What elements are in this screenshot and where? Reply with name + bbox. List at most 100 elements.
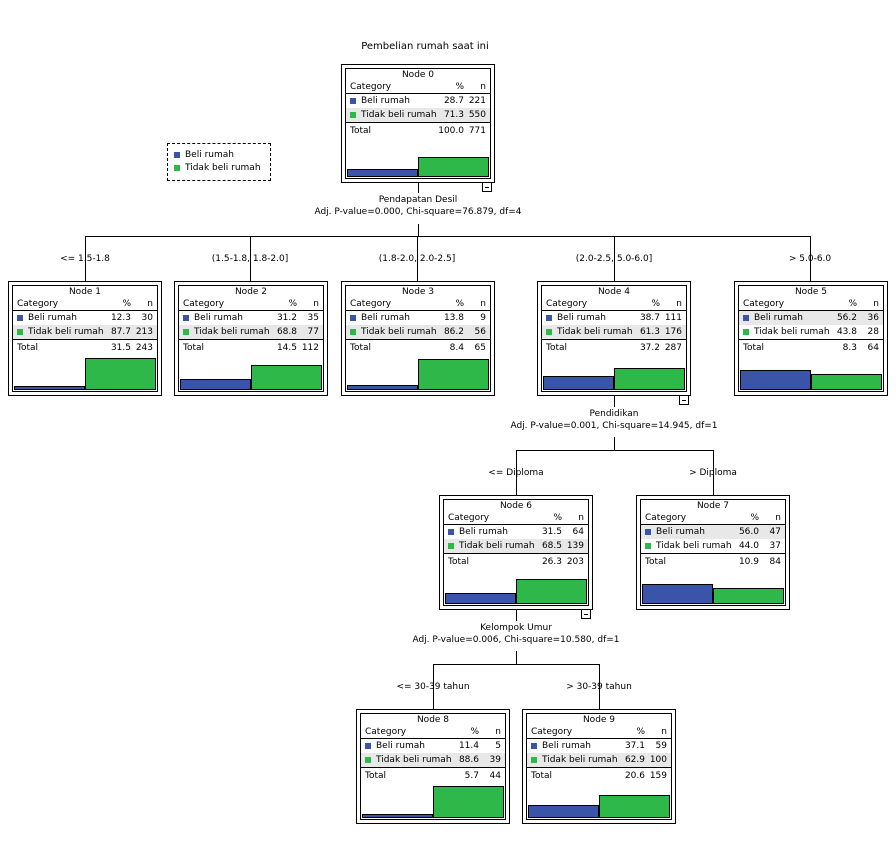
total-pct: 14.5 (276, 343, 297, 353)
bar-tidak (418, 157, 489, 177)
legend-swatch-beli (17, 315, 23, 321)
bar-beli (528, 805, 599, 818)
total-label: Total (546, 343, 568, 353)
branch-label: <= 1.5-1.8 (60, 254, 110, 264)
node-bar-chart (445, 568, 587, 604)
row-pct: 13.8 (443, 313, 464, 323)
header-n: n (661, 727, 667, 737)
node-row-category: Tidak beli rumah (542, 325, 634, 339)
total-n: 84 (769, 557, 781, 567)
header-category: Category (17, 299, 59, 309)
bar-tidak (713, 588, 784, 604)
collapse-node-6-button[interactable] (581, 609, 591, 619)
total-label: Total (350, 343, 372, 353)
header-pct: % (636, 727, 645, 737)
bar-beli (347, 169, 418, 177)
node-title: Node 4 (597, 287, 631, 297)
split-stats: Adj. P-value=0.001, Chi-square=14.945, d… (510, 421, 718, 431)
bar-beli (543, 376, 614, 390)
node-row-category: Beli rumah (542, 311, 634, 325)
total-pct: 8.3 (842, 343, 857, 353)
header-pct: % (470, 727, 479, 737)
collapse-node-4-button[interactable] (679, 395, 689, 405)
header-pct: % (455, 82, 464, 92)
split-label-2: Kelompok Umur Adj. P-value=0.006, Chi-sq… (396, 622, 636, 646)
total-n: 771 (468, 126, 486, 136)
header-category: Category (183, 299, 225, 309)
header-category: Category (365, 727, 407, 737)
header-pct: % (848, 299, 857, 309)
node-row-category: Beli rumah (361, 739, 453, 753)
branch-label: > 5.0-6.0 (788, 254, 832, 264)
node-title: Node 8 (416, 715, 450, 725)
total-label: Total (743, 343, 765, 353)
legend-swatch-tidak (350, 329, 356, 335)
bar-tidak (516, 579, 587, 604)
row-n: 64 (572, 527, 584, 537)
row-n: 28 (867, 327, 879, 337)
legend-swatch-tidak (183, 329, 189, 335)
node-bar-chart (528, 782, 670, 818)
node-table-header: Category%n (527, 726, 671, 739)
total-n: 203 (566, 557, 584, 567)
node-row-category: Beli rumah (13, 311, 105, 325)
bar-beli (740, 370, 811, 390)
legend: Beli rumah Tidak beli rumah (167, 143, 271, 181)
total-pct: 5.7 (464, 771, 479, 781)
bar-beli (362, 814, 433, 818)
node-title: Node 1 (68, 287, 102, 297)
collapse-node-0-button[interactable] (482, 182, 492, 192)
legend-swatch-tidak (448, 543, 454, 549)
node-row-category: Tidak beli rumah (641, 539, 733, 553)
node-title: Node 7 (696, 501, 730, 511)
header-category: Category (350, 82, 392, 92)
total-label: Total (645, 557, 667, 567)
category-label: Beli rumah (754, 313, 803, 323)
branch-label: <= Diploma (488, 468, 544, 478)
category-label: Tidak beli rumah (194, 327, 270, 337)
legend-swatch-beli (743, 315, 749, 321)
row-pct: 56.0 (738, 527, 759, 537)
category-label: Beli rumah (361, 96, 410, 106)
row-pct: 71.3 (443, 110, 464, 120)
category-label: Beli rumah (542, 741, 591, 751)
row-n: 9 (480, 313, 486, 323)
node-row-category: Beli rumah (346, 311, 438, 325)
row-pct: 68.5 (541, 541, 562, 551)
header-pct: % (750, 513, 759, 523)
node-row-category: Beli rumah (444, 525, 536, 539)
node-title: Node 6 (499, 501, 533, 511)
category-label: Tidak beli rumah (754, 327, 830, 337)
category-label: Beli rumah (557, 313, 606, 323)
row-n: 47 (769, 527, 781, 537)
row-n: 30 (141, 313, 153, 323)
legend-label-beli: Beli rumah (185, 149, 234, 160)
bar-tidak (599, 795, 670, 818)
split-label-1: Pendidikan Adj. P-value=0.001, Chi-squar… (494, 408, 734, 432)
row-n: 77 (307, 327, 319, 337)
header-n: n (775, 513, 781, 523)
row-pct: 44.0 (738, 541, 759, 551)
